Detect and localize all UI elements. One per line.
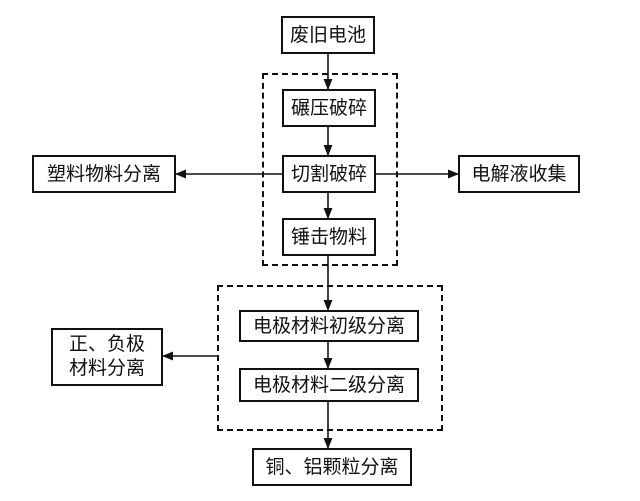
node-electrode-secondary: 电极材料二级分离 [239, 368, 419, 402]
node-electrode-primary: 电极材料初级分离 [239, 310, 419, 342]
node-waste-battery: 废旧电池 [281, 16, 375, 54]
electrode-separation-group-frame [217, 285, 443, 431]
pos-neg-line2: 材料分离 [68, 357, 145, 379]
node-cut-crush: 切割破碎 [282, 155, 376, 193]
node-roll-crush: 碾压破碎 [282, 89, 376, 127]
node-pos-neg-separation: 正、负极 材料分离 [51, 328, 163, 386]
node-cu-al-separation: 铜、铝颗粒分离 [252, 448, 412, 486]
node-hammer-material: 锤击物料 [282, 218, 376, 256]
pos-neg-line1: 正、负极 [68, 333, 145, 356]
node-electrolyte-collection: 电解液收集 [458, 155, 580, 193]
crushing-group-frame [262, 73, 398, 266]
node-plastic-separation: 塑料物料分离 [32, 155, 176, 193]
